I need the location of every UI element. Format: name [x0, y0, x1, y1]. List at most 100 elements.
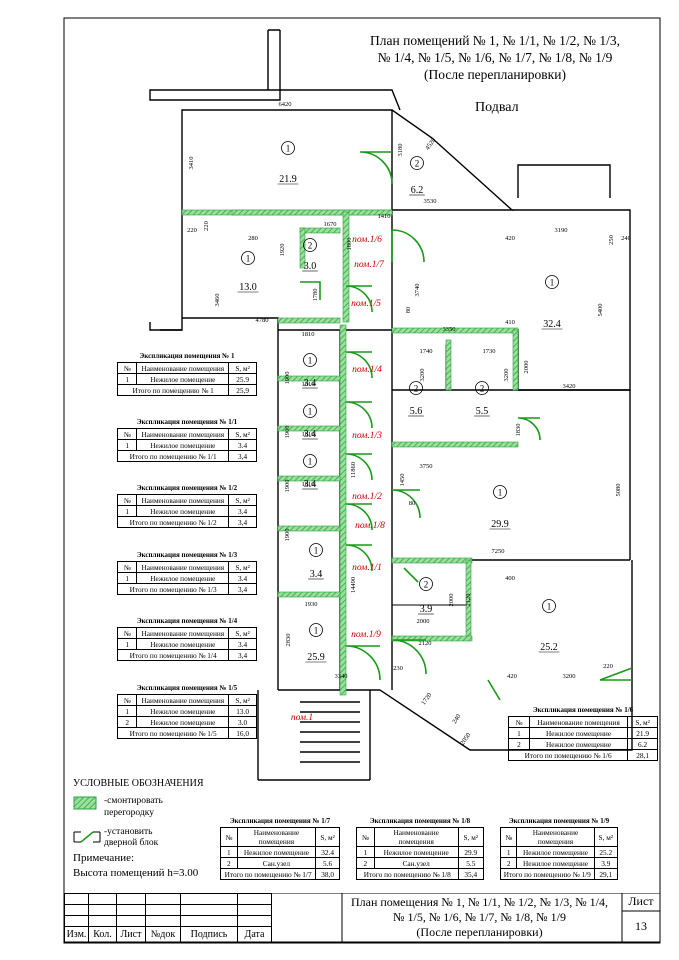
- table-total-value: 3,4: [228, 649, 257, 661]
- premise-label: пом.1/7: [354, 260, 385, 270]
- table-total-label: Итого по помещению № 1/6: [507, 749, 629, 761]
- table-caption: Экспликация помещения № 1/6: [532, 706, 634, 714]
- table-header: S, м²: [593, 827, 619, 847]
- title-block-line: № 1/5, № 1/6, № 1/7, № 1/8, № 1/9: [393, 910, 566, 924]
- room-number: 1: [547, 602, 552, 612]
- dimension-label: 3180: [397, 144, 404, 157]
- dimension-label: 1780: [312, 289, 319, 302]
- dimension-label: 240: [621, 235, 631, 242]
- dimension-label: 1900: [284, 480, 291, 493]
- wall: [160, 212, 183, 331]
- partition: [277, 375, 341, 382]
- table-header: Наименование помещения: [236, 827, 317, 847]
- table-total-label: Итого по помещению № 1/4: [116, 649, 230, 661]
- table-total-value: 3,4: [228, 516, 257, 528]
- door: [345, 401, 373, 429]
- dimension-label: 1900: [284, 426, 291, 439]
- table-cell: 2: [508, 738, 530, 750]
- table-cell: 21.9: [627, 727, 658, 739]
- table-total-label: Итого по помещению № 1/5: [116, 727, 230, 739]
- table-total-value: 25,9: [228, 384, 257, 396]
- table-cell: 2: [499, 857, 518, 869]
- table-cell: 1: [116, 638, 138, 650]
- dimension-label: 420: [505, 235, 515, 242]
- dimension-label: 80: [409, 500, 416, 507]
- room-number: 1: [314, 626, 319, 636]
- dimension-label: 400: [505, 575, 515, 582]
- table-header: Наименование помещения: [528, 716, 629, 728]
- table-total-label: Итого по помещению № 1/7: [219, 868, 317, 880]
- dimension-label: 5080: [615, 484, 622, 497]
- room-number: 2: [424, 580, 429, 590]
- room-area: 3.4: [304, 378, 317, 389]
- room-number-circle: [475, 381, 489, 395]
- title-block-line: (После перепланировки): [416, 925, 543, 939]
- table-cell: 1: [356, 846, 375, 858]
- wall: [517, 164, 611, 198]
- dimension-label: 7250: [492, 548, 505, 555]
- table-total-value: 28,1: [627, 749, 658, 761]
- table-cell: Нежилое помещение: [516, 846, 595, 858]
- door-blocks: [300, 151, 633, 701]
- door: [345, 453, 373, 481]
- dimension-label: 1810: [302, 481, 315, 488]
- table-cell: Сан.узел: [236, 857, 317, 869]
- room-area: 5.5: [476, 406, 489, 417]
- table-header: №: [116, 694, 138, 706]
- room-number-circle: [493, 485, 507, 499]
- room-number-circle: [303, 454, 317, 468]
- dimension-label: 250: [608, 235, 615, 245]
- door: [391, 229, 425, 263]
- dimension-label: 3350: [443, 326, 456, 333]
- table-total-value: 3,4: [228, 450, 257, 462]
- table-cell: Нежилое помещение: [136, 705, 230, 717]
- room-area: 3.4: [310, 569, 323, 580]
- room-number-circle: [409, 381, 423, 395]
- dimension-label: 220: [603, 663, 613, 670]
- table-cell: 1: [116, 373, 138, 385]
- room-number-circle: [303, 238, 317, 252]
- partition: [231, 209, 393, 216]
- door: [345, 285, 373, 313]
- door: [345, 351, 373, 379]
- plan-title: План помещений № 1, № 1/1, № 1/2, № 1/3,…: [340, 32, 650, 83]
- table-header: №: [116, 561, 138, 573]
- dimension-label: 1720: [420, 692, 433, 707]
- premise-label: пом.1/2: [352, 492, 382, 502]
- table-header: №: [508, 716, 530, 728]
- table-cell: 3.0: [228, 716, 257, 728]
- premise-label: пом.1/9: [351, 630, 381, 640]
- table-cell: 13.0: [228, 705, 257, 717]
- wall: [392, 329, 519, 390]
- door: [345, 503, 373, 531]
- table-cell: 1: [116, 705, 138, 717]
- table-cell: 3.4: [228, 505, 257, 517]
- table-header: №: [116, 627, 138, 639]
- dimension-label: 3530: [424, 198, 437, 205]
- room-area: 32.4: [543, 319, 561, 330]
- room-number: 1: [286, 144, 291, 154]
- table-total-value: 16,0: [228, 727, 257, 739]
- table-header: Наименование помещения: [136, 694, 230, 706]
- table-header: S, м²: [627, 716, 658, 728]
- dimension-label: 420: [507, 673, 517, 680]
- door-legend-icon: [73, 831, 101, 843]
- dimension-label: 2000: [448, 594, 455, 607]
- table-cell: Нежилое помещение: [136, 638, 230, 650]
- room-area: 29.9: [491, 519, 509, 530]
- table-cell: 2: [220, 857, 238, 869]
- door: [391, 489, 421, 519]
- partition: [512, 329, 519, 391]
